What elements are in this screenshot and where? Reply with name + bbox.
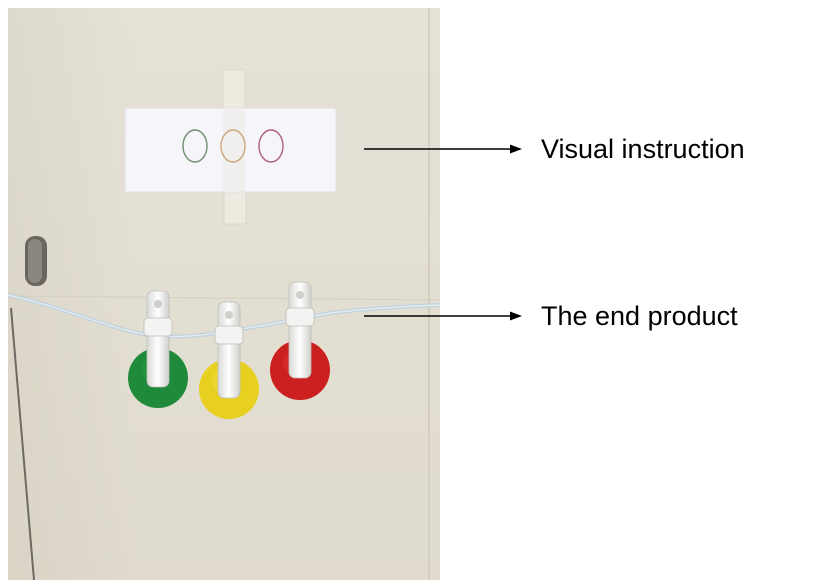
clothespin-3 [285,281,315,379]
callout-label: The end product [541,301,738,331]
clothespin-1 [143,290,173,388]
drawn-circle-green [182,129,208,163]
photo [8,8,440,580]
callout-label: Visual instruction [541,134,745,164]
drawn-circle-yellow [220,129,246,163]
callout-arrow [364,144,522,154]
door-seam [10,307,35,580]
clothespin-2 [214,301,244,399]
callout-arrow [364,311,522,321]
drawn-circle-red [258,129,284,163]
